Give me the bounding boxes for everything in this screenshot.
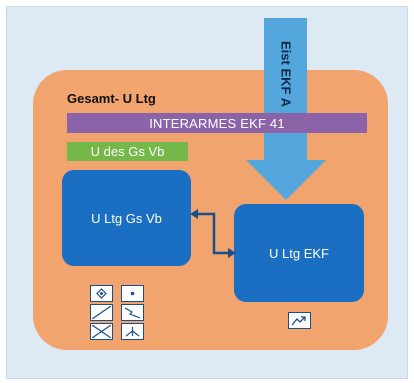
tactical-symbol-5-icon	[90, 323, 113, 340]
arrow-label: Eist EKF A	[278, 41, 294, 107]
command-box-left: U Ltg Gs Vb	[62, 170, 191, 266]
tactical-symbol-3-icon	[90, 304, 113, 321]
tactical-symbol-7-icon	[288, 312, 311, 329]
interarmes-bar: INTERARMES EKF 41	[67, 113, 367, 133]
support-bar: U des Gs Vb	[67, 142, 188, 161]
tactical-symbol-1-icon	[90, 285, 113, 302]
tactical-symbol-6-icon	[121, 323, 144, 340]
command-box-left-label: U Ltg Gs Vb	[91, 210, 162, 226]
tactical-symbol-2-icon	[121, 285, 144, 302]
tactical-symbol-4-icon	[121, 304, 144, 321]
command-box-right-label: U Ltg EKF	[269, 245, 329, 261]
diagram-title: Gesamt- U Ltg	[67, 91, 156, 106]
command-box-right: U Ltg EKF	[234, 204, 364, 302]
